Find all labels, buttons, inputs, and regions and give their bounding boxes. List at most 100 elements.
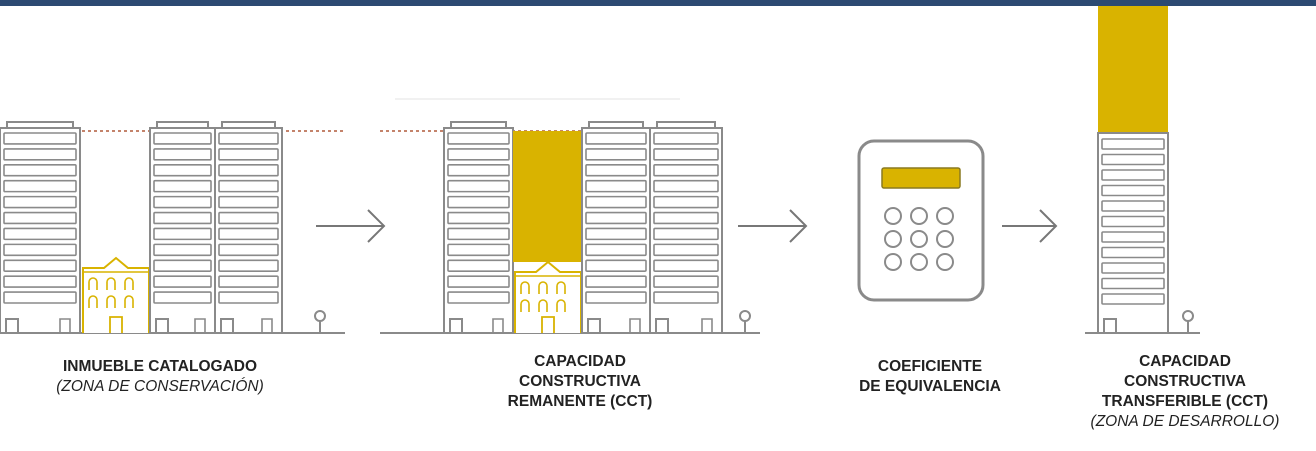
- floor-band: [653, 259, 719, 272]
- floor-band: [1101, 262, 1165, 274]
- caption-title-line: CAPACIDAD: [534, 353, 626, 370]
- arrow-right-icon: [1002, 209, 1058, 243]
- historic-door: [109, 316, 123, 333]
- floor-band: [153, 164, 212, 177]
- floor-band: [653, 132, 719, 145]
- arrow-right-icon: [316, 209, 386, 243]
- caption-title-line: CONSTRUCTIVA: [1124, 373, 1246, 390]
- floor-band: [218, 259, 279, 272]
- floor-band: [447, 164, 510, 177]
- calculator-icon: [857, 139, 985, 302]
- caption-title-line: CONSTRUCTIVA: [519, 373, 641, 390]
- floor-band: [447, 243, 510, 257]
- arrow-head: [789, 209, 808, 243]
- tower-body: [443, 127, 514, 334]
- floor-band: [653, 275, 719, 288]
- floor-band: [3, 275, 77, 288]
- door: [155, 318, 169, 333]
- floor-band: [218, 275, 279, 288]
- transferred-capacity-block: [1098, 6, 1168, 133]
- historic-window: [124, 277, 134, 290]
- floor-band: [585, 148, 647, 161]
- tower-body: [1097, 132, 1169, 334]
- calculator-layer: [857, 139, 985, 302]
- floor-band: [3, 148, 77, 161]
- floor-band: [447, 259, 510, 272]
- calculator-key: [910, 230, 928, 248]
- floor-band: [653, 211, 719, 225]
- arrows-layer: [316, 209, 1058, 243]
- floor-band: [218, 164, 279, 177]
- floor-band: [585, 179, 647, 193]
- floor-band: [653, 164, 719, 177]
- floor-band: [585, 132, 647, 145]
- floor-band: [218, 195, 279, 209]
- building-group-inmueble: [0, 121, 345, 334]
- floor-band: [585, 275, 647, 288]
- tower-body: [581, 127, 651, 334]
- remaining-capacity-block: [513, 131, 582, 262]
- floor-band: [1101, 293, 1165, 305]
- historic-window: [124, 295, 134, 308]
- floor-band: [585, 243, 647, 257]
- arrow-head: [1039, 209, 1058, 243]
- historic-window: [538, 299, 548, 312]
- arrow-head: [367, 209, 386, 243]
- calculator-body: [857, 139, 985, 302]
- floor-band: [1101, 153, 1165, 166]
- historic-window: [556, 281, 566, 294]
- historic-window: [556, 299, 566, 312]
- floor-band: [153, 275, 212, 288]
- floor-band: [585, 227, 647, 241]
- floor-band: [153, 243, 212, 257]
- caption-title-line: REMANENTE (CCT): [507, 393, 653, 410]
- floor-band: [447, 275, 510, 288]
- door: [701, 318, 713, 333]
- floor-band: [218, 227, 279, 241]
- floor-band: [1101, 200, 1165, 212]
- door: [449, 318, 463, 333]
- calculator-key: [884, 207, 902, 225]
- caption-title-line: TRANSFERIBLE (CCT): [1101, 393, 1269, 410]
- floor-band: [653, 148, 719, 161]
- floor-band: [1101, 169, 1165, 181]
- floor-band: [153, 148, 212, 161]
- floor-band: [153, 179, 212, 193]
- historic-window: [520, 281, 530, 294]
- floor-band: [3, 179, 77, 193]
- door: [655, 318, 669, 333]
- floor-band: [653, 179, 719, 193]
- calculator-key: [884, 253, 902, 271]
- floor-band: [653, 291, 719, 304]
- calculator-key: [884, 230, 902, 248]
- floor-band: [1101, 184, 1165, 197]
- building-group-transferible: [1085, 6, 1200, 334]
- door: [59, 318, 71, 333]
- floor-band: [1101, 231, 1165, 243]
- floor-band: [585, 259, 647, 272]
- calculator-key: [910, 253, 928, 271]
- tower-body: [149, 127, 216, 334]
- historic-window: [106, 295, 116, 308]
- calculator-key: [936, 253, 954, 271]
- floor-band: [585, 291, 647, 304]
- calculator-key: [936, 207, 954, 225]
- floor-band: [153, 259, 212, 272]
- historic-facade: [514, 260, 582, 333]
- caption-title-line: CAPACIDAD: [1139, 353, 1231, 370]
- calculator-key: [910, 207, 928, 225]
- historic-door: [541, 316, 555, 333]
- floor-band: [3, 259, 77, 272]
- historic-window: [520, 299, 530, 312]
- door: [587, 318, 601, 333]
- floor-band: [653, 195, 719, 209]
- caption-subtitle: (ZONA DE CONSERVACIÓN): [56, 378, 264, 395]
- floor-band: [3, 227, 77, 241]
- floor-band: [1101, 246, 1165, 259]
- floor-band: [153, 211, 212, 225]
- floor-band: [3, 164, 77, 177]
- arrow-right-icon: [738, 209, 808, 243]
- caption-title-line: INMUEBLE CATALOGADO: [62, 358, 258, 375]
- door: [492, 318, 504, 333]
